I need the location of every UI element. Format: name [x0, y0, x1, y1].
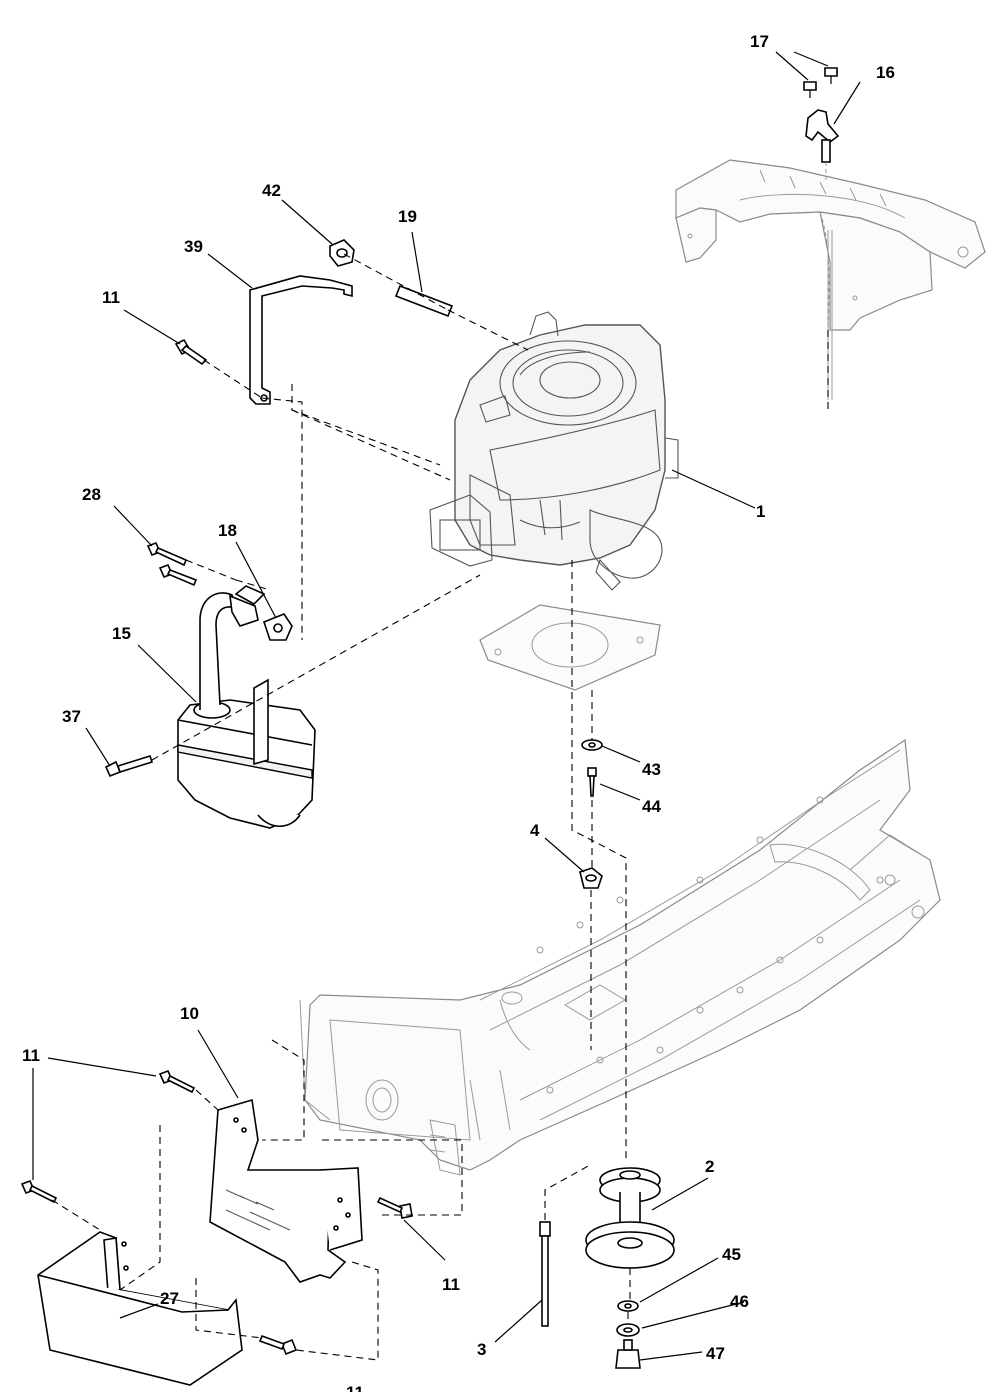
- callout-1: 1: [756, 502, 765, 521]
- heat-shield-10: [209, 1098, 363, 1283]
- leader-lines: [32, 51, 861, 1361]
- washer-45: [617, 1300, 639, 1312]
- bolt-11-left-lower: [20, 1179, 58, 1204]
- callout-44: 44: [642, 797, 661, 816]
- parking-brake-handle: [805, 109, 840, 180]
- exhaust-gasket-18: [263, 613, 293, 641]
- callout-10: 10: [180, 1004, 199, 1023]
- callout-11-right: 11: [442, 1275, 460, 1294]
- heat-shield-27: [37, 1231, 243, 1386]
- callout-47: 47: [706, 1344, 725, 1363]
- callout-11-left-upper: 11: [22, 1046, 40, 1065]
- bolt-47: [615, 1339, 641, 1369]
- muffler: [177, 585, 316, 829]
- callout-43: 43: [642, 760, 661, 779]
- callout-2: 2: [705, 1157, 714, 1176]
- chassis-frame: [299, 738, 941, 1176]
- bolt-11-right: [376, 1196, 413, 1219]
- lock-washer-46: [616, 1323, 640, 1337]
- callout-4: 4: [530, 821, 540, 840]
- callout-18: 18: [218, 521, 237, 540]
- callout-11-bottom: 11: [346, 1383, 364, 1392]
- bolt-11-top: [174, 338, 208, 366]
- callout-19: 19: [398, 207, 417, 226]
- bolt-37: [104, 755, 154, 778]
- callout-46: 46: [730, 1292, 749, 1311]
- callout-17: 17: [750, 32, 769, 51]
- spacer-19: [394, 284, 454, 318]
- callout-28: 28: [82, 485, 101, 504]
- engine-pulley-2: [585, 1167, 675, 1269]
- nut-42: [329, 239, 355, 267]
- callout-27: 27: [160, 1289, 179, 1308]
- bolt-11-left-upper: [158, 1069, 196, 1094]
- engine-mount-plate: [479, 604, 661, 691]
- bolt-11-bottom: [258, 1334, 298, 1356]
- alignment-lines: [51, 253, 829, 1361]
- screw-17: [803, 67, 838, 98]
- bolt-44: [587, 767, 597, 797]
- bolt-28: [146, 541, 198, 587]
- engine: [429, 311, 679, 591]
- washer-43: [581, 739, 603, 751]
- callout-11-top: 11: [102, 288, 120, 307]
- rod-3: [539, 1221, 551, 1327]
- nut-4: [579, 867, 603, 889]
- callout-45: 45: [722, 1245, 741, 1264]
- dash-panel: [675, 159, 986, 400]
- callout-42: 42: [262, 181, 281, 200]
- callout-37: 37: [62, 707, 81, 726]
- muffler-bracket-39: [249, 275, 353, 405]
- callout-39: 39: [184, 237, 203, 256]
- callout-16: 16: [876, 63, 895, 82]
- callout-3: 3: [477, 1340, 486, 1359]
- callout-numbers: 1 2 3 4 10 11 11 11 11 15 16 17 18 19 27…: [22, 32, 895, 1392]
- callout-15: 15: [112, 624, 131, 643]
